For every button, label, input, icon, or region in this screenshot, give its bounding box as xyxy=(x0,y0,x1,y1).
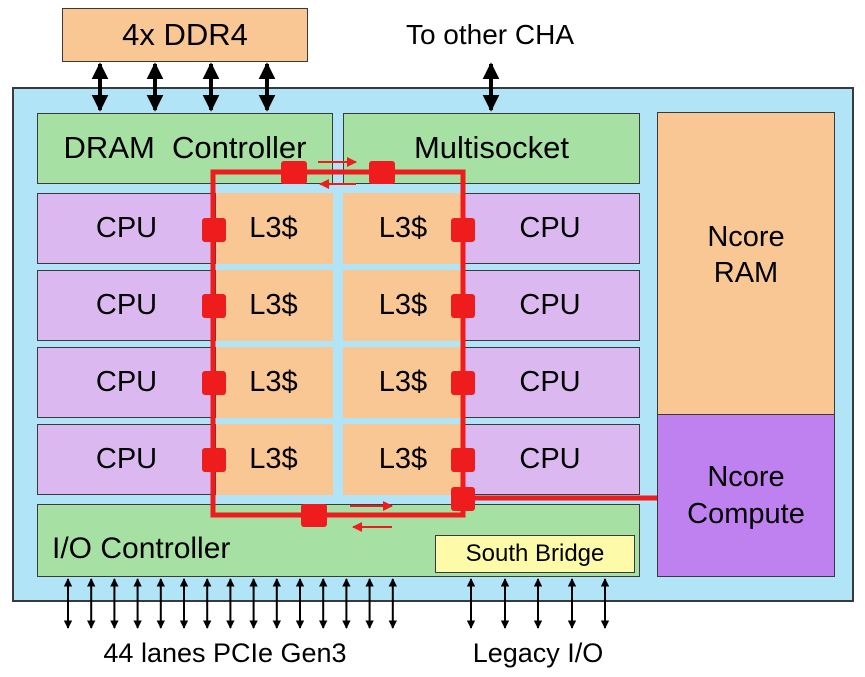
core-right-4: L3$ CPU xyxy=(342,423,640,495)
l3-cache-label: L3$ xyxy=(249,366,298,399)
memory-bus-arrows xyxy=(91,62,276,112)
ring-stop xyxy=(451,448,475,472)
south-bridge-label: South Bridge xyxy=(465,540,605,567)
cpu-label: CPU xyxy=(95,212,158,245)
l3-cache-right-4 xyxy=(342,423,464,495)
multisocket-label: Multisocket xyxy=(413,130,570,166)
to-other-cha-label: To other CHA xyxy=(405,18,575,50)
io-controller: I/O Controller South Bridge xyxy=(37,504,640,577)
l3-cache-label: L3$ xyxy=(378,366,428,399)
ddr4-label: 4x DDR4 xyxy=(122,16,248,52)
ncore-ram-line1: Ncore xyxy=(707,220,785,253)
core-left-1: CPU L3$ xyxy=(37,192,333,264)
ring-stop xyxy=(281,161,307,184)
l3-cache-label: L3$ xyxy=(249,212,298,245)
core-left-2: CPU L3$ xyxy=(37,269,333,341)
cpu-label: CPU xyxy=(519,289,581,322)
legacy-io-arrows xyxy=(466,578,610,629)
l3-cache-label: L3$ xyxy=(378,212,428,245)
l3-cache-left-1 xyxy=(215,192,333,264)
core-right-1: L3$ CPU xyxy=(342,192,640,264)
ncore-compute: Ncore Compute xyxy=(657,414,835,577)
cpu-label: CPU xyxy=(95,289,158,322)
pcie-lanes-label: 44 lanes PCIe Gen3 xyxy=(103,638,347,669)
cpu-label: CPU xyxy=(519,443,581,476)
ring-stop xyxy=(301,504,327,527)
l3-cache-label: L3$ xyxy=(378,289,428,322)
ncore-compute-line2: Compute xyxy=(687,497,805,530)
dram-controller-label: DRAM Controller xyxy=(63,130,307,166)
cpu-label: CPU xyxy=(95,443,158,476)
cpu-label: CPU xyxy=(519,366,581,399)
io-controller-label: I/O Controller xyxy=(52,532,231,566)
ddr4-memory-box: 4x DDR4 xyxy=(62,8,308,62)
l3-cache-label: L3$ xyxy=(249,443,298,476)
core-left-4: CPU L3$ xyxy=(37,423,333,495)
ring-bus xyxy=(202,157,657,532)
ring-stop xyxy=(202,218,226,242)
ring-stop xyxy=(202,294,226,318)
ncore-ram: Ncore RAM xyxy=(657,112,835,416)
core-right-2: L3$ CPU xyxy=(342,269,640,341)
legacy-io-label: Legacy I/O xyxy=(472,638,604,669)
ncore-compute-label: Ncore Compute xyxy=(658,415,834,576)
ring-stop xyxy=(369,161,395,184)
ncore-ram-line2: RAM xyxy=(713,257,779,289)
l3-cache-left-2 xyxy=(215,269,333,341)
ring-stop xyxy=(451,371,475,395)
ring-direction-arrows xyxy=(318,157,393,532)
ring-stop xyxy=(451,218,475,242)
ring-bus-loop xyxy=(210,169,466,518)
core-right-3: L3$ CPU xyxy=(342,346,640,418)
cpu-label: CPU xyxy=(95,366,158,399)
ring-stop xyxy=(451,487,475,511)
pcie-lane-arrows xyxy=(63,578,397,629)
cpu-label: CPU xyxy=(519,212,581,245)
l3-cache-label: L3$ xyxy=(378,443,428,476)
l3-cache-right-1 xyxy=(342,192,464,264)
l3-cache-right-3 xyxy=(342,346,464,418)
ring-stop xyxy=(451,294,475,318)
l3-cache-label: L3$ xyxy=(249,289,298,322)
core-left-3: CPU L3$ xyxy=(37,346,333,418)
l3-cache-left-3 xyxy=(215,346,333,418)
ncore-ram-label: Ncore RAM xyxy=(658,113,834,415)
l3-cache-left-4 xyxy=(215,423,333,495)
ring-stops xyxy=(202,161,475,527)
ncore-compute-line1: Ncore xyxy=(707,461,785,494)
ring-stop xyxy=(202,448,226,472)
ring-stop xyxy=(202,371,226,395)
multisocket: Multisocket xyxy=(343,113,640,184)
south-bridge: South Bridge xyxy=(435,535,635,573)
